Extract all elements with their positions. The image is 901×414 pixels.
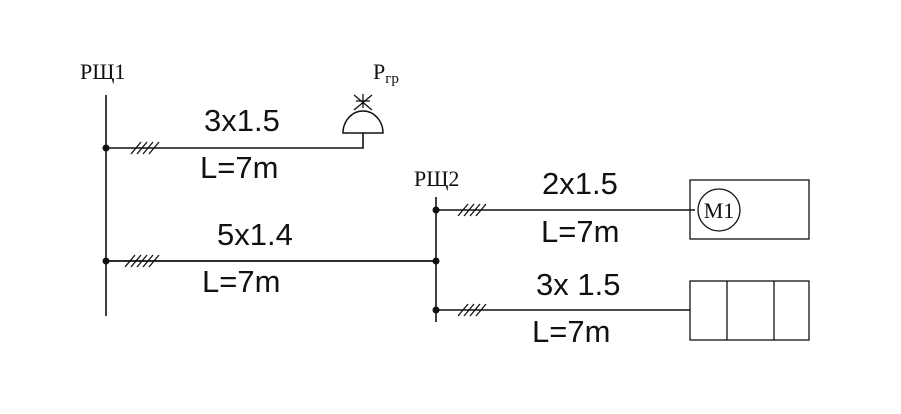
subpanel-feeder-length: L=7m (202, 264, 280, 299)
motor-feeder-length: L=7m (541, 214, 619, 249)
box-feeder: 3x 1.5 L=7m (432, 267, 690, 349)
cabinet-outline (689, 280, 810, 341)
lamp-feeder-cable: 3x1.5 (204, 103, 280, 138)
motor-icon (697, 188, 741, 232)
subpanel-feeder: 5x1.4 L=7m (102, 217, 440, 299)
subpanel-feeder-conductor-ticks (124, 254, 160, 268)
box-feeder-conductor-ticks (457, 303, 487, 317)
sub-panel-label: РЩ2 (414, 166, 459, 191)
box-feeder-length: L=7m (532, 314, 610, 349)
motor-feeder-conductor-ticks (457, 203, 487, 217)
cabinet-box (689, 280, 810, 341)
motor-label: M1 (704, 198, 735, 223)
lamp-fixture-icon (342, 94, 384, 134)
lamp-feeder-wire (106, 133, 364, 149)
lamp-feeder-length: L=7m (200, 150, 278, 185)
main-panel-label: РЩ1 (80, 59, 125, 84)
lamp-feeder-conductor-ticks (130, 141, 160, 155)
motor-feeder-cable: 2x1.5 (542, 166, 618, 201)
lamp-label: Ргр (373, 59, 399, 87)
lamp-feeder: 3x1.5 L=7m (102, 103, 364, 185)
motor-feeder: 2x1.5 L=7m (432, 166, 695, 249)
box-feeder-cable: 3x 1.5 (536, 267, 620, 302)
motor-enclosure (689, 179, 810, 240)
subpanel-feeder-cable: 5x1.4 (217, 217, 293, 252)
